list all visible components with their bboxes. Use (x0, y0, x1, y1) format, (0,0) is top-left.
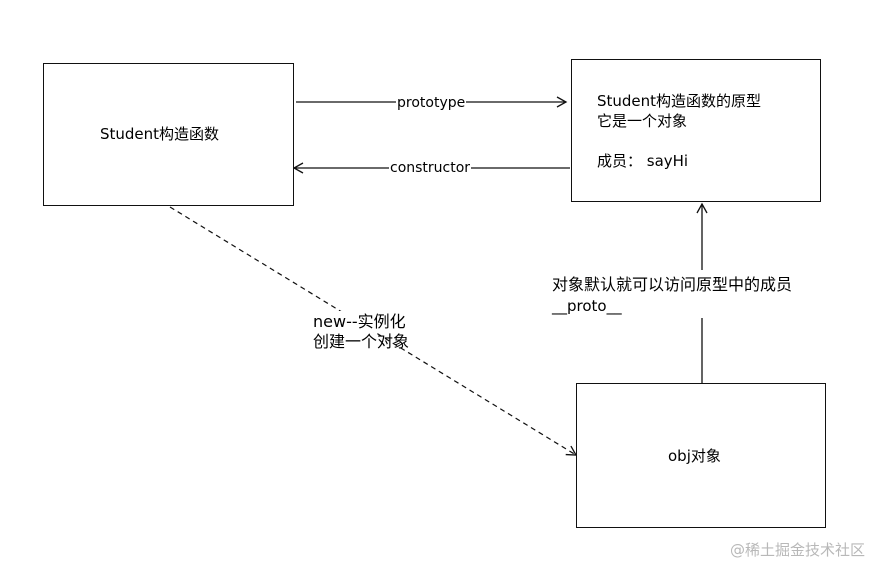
constructor-function-box (43, 63, 294, 206)
constructor-function-label: Student构造函数 (100, 125, 220, 143)
proto-access-label-line1: 对象默认就可以访问原型中的成员 (552, 275, 793, 294)
proto-access-label-line2: __proto__ (552, 297, 622, 315)
new-instantiation-label-line1: new--实例化 (313, 311, 408, 332)
site-watermark: @稀土掘金技术社区 (730, 541, 866, 559)
prototype-title-label: Student构造函数的原型 (597, 92, 762, 110)
obj-instance-label: obj对象 (668, 447, 721, 465)
obj-instance-box (576, 383, 826, 528)
prototype-object-box (571, 59, 821, 202)
prototype-description-label: 它是一个对象 (597, 112, 688, 130)
prototype-edge-label: prototype (396, 94, 467, 112)
constructor-edge-label: constructor (389, 159, 472, 177)
prototype-members-label: 成员： sayHi (597, 152, 689, 170)
new-instantiation-label-line2: 创建一个对象 (313, 332, 410, 351)
